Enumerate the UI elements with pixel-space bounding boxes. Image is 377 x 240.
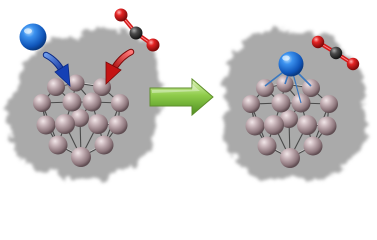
product-panel [224, 30, 367, 181]
metal-atom-product [278, 51, 304, 77]
co2-molecule-product [311, 35, 360, 71]
reactants-panel [6, 8, 164, 181]
curved-arrow-icon-red [105, 48, 135, 85]
right-arrow-icon [149, 77, 214, 117]
co2-molecule-reactant [114, 8, 160, 52]
metal-atom-reactant [19, 23, 47, 51]
curved-arrow-icon-blue [42, 51, 71, 88]
reaction-scheme [6, 8, 367, 181]
